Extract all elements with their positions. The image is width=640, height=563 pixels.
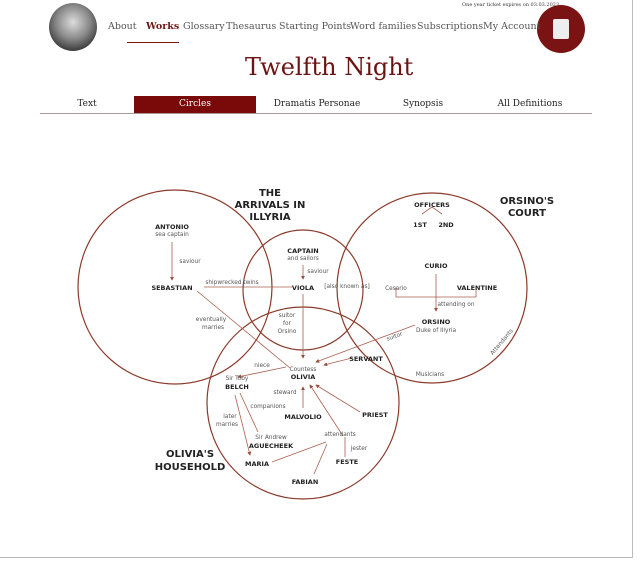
active-nav-underline xyxy=(127,42,179,43)
char-curio: CURIO xyxy=(425,262,448,270)
char-olivia: OLIVIA xyxy=(291,373,316,381)
tab-synopsis[interactable]: Synopsis xyxy=(402,99,444,109)
nav-glossary[interactable]: Glossary xyxy=(183,21,225,32)
char-officers: OFFICERS xyxy=(414,201,450,209)
svg-text:saviour: saviour xyxy=(179,259,201,265)
char-antonio: ANTONIO xyxy=(155,223,189,231)
document-search-icon xyxy=(553,19,569,39)
page-title: Twelfth Night xyxy=(245,53,414,81)
tab-text[interactable]: Text xyxy=(77,99,97,109)
svg-text:niece: niece xyxy=(254,363,270,369)
nav-subscriptions[interactable]: Subscriptions xyxy=(417,21,484,32)
nav-my-account[interactable]: My Account xyxy=(483,21,541,32)
svg-text:2ND: 2ND xyxy=(438,221,454,229)
char-maria: MARIA xyxy=(245,460,269,468)
svg-text:sea captain: sea captain xyxy=(155,232,189,238)
char-captain: CAPTAIN xyxy=(287,247,318,255)
char-sebastian: SEBASTIAN xyxy=(151,284,192,292)
svg-text:1ST: 1ST xyxy=(413,221,427,229)
nav-starting-points[interactable]: Starting Points xyxy=(279,21,352,32)
tab-all-definitions[interactable]: All Definitions xyxy=(497,99,563,109)
svg-text:suitor: suitor xyxy=(386,331,404,342)
shakespeare-portrait-logo[interactable] xyxy=(49,3,97,51)
char-fabian: FABIAN xyxy=(292,478,319,486)
svg-text:companions: companions xyxy=(250,404,285,410)
svg-text:attending on: attending on xyxy=(437,302,474,308)
nav-works[interactable]: Works xyxy=(146,21,180,32)
ticket-expiry: One year ticket expires on 03.03.2023 xyxy=(462,2,560,8)
char-viola: VIOLA xyxy=(292,284,314,292)
char-servant: SERVANT xyxy=(349,355,383,363)
svg-text:Sir Toby: Sir Toby xyxy=(226,376,249,382)
svg-text:shipwrecked twins: shipwrecked twins xyxy=(205,280,258,286)
tab-dramatis-personae[interactable]: Dramatis Personae xyxy=(273,99,361,109)
svg-text:Orsino: Orsino xyxy=(278,329,297,335)
char-feste: FESTE xyxy=(336,458,358,466)
site-logo-badge[interactable] xyxy=(537,5,585,53)
char-malvolio: MALVOLIO xyxy=(284,413,322,421)
svg-text:Sir Andrew: Sir Andrew xyxy=(255,435,287,441)
nav-about[interactable]: About xyxy=(108,21,137,32)
char-aguecheek: AGUECHEEK xyxy=(249,442,294,450)
svg-text:for: for xyxy=(283,321,292,327)
tab-circles[interactable]: Circles xyxy=(134,96,256,113)
svg-text:later: later xyxy=(223,414,237,420)
svg-text:[also known as]: [also known as] xyxy=(324,284,370,290)
char-orsino: ORSINO xyxy=(422,318,451,326)
nav-thesaurus[interactable]: Thesaurus xyxy=(226,21,277,32)
svg-text:saviour: saviour xyxy=(307,269,329,275)
svg-text:steward: steward xyxy=(273,390,296,396)
nav-word-families[interactable]: Word families xyxy=(350,21,417,32)
svg-text:marries: marries xyxy=(216,422,238,428)
svg-text:eventually: eventually xyxy=(196,317,227,323)
svg-text:attendants: attendants xyxy=(324,432,356,438)
svg-text:suitor: suitor xyxy=(279,313,296,319)
svg-text:Countess: Countess xyxy=(290,367,317,373)
svg-text:jester: jester xyxy=(350,446,368,452)
svg-text:Musicians: Musicians xyxy=(416,372,444,378)
char-valentine: VALENTINE xyxy=(457,284,497,292)
svg-text:Duke of Illyria: Duke of Illyria xyxy=(416,328,456,334)
court-circle xyxy=(336,192,528,384)
svg-text:marries: marries xyxy=(202,325,224,331)
char-priest: PRIEST xyxy=(362,411,388,419)
work-tabs: Text Circles Dramatis Personae Synopsis … xyxy=(40,96,592,114)
svg-text:Cesario: Cesario xyxy=(385,286,407,292)
svg-text:and sailors: and sailors xyxy=(287,256,319,262)
relation-lines xyxy=(170,206,477,475)
char-belch: BELCH xyxy=(225,383,249,391)
